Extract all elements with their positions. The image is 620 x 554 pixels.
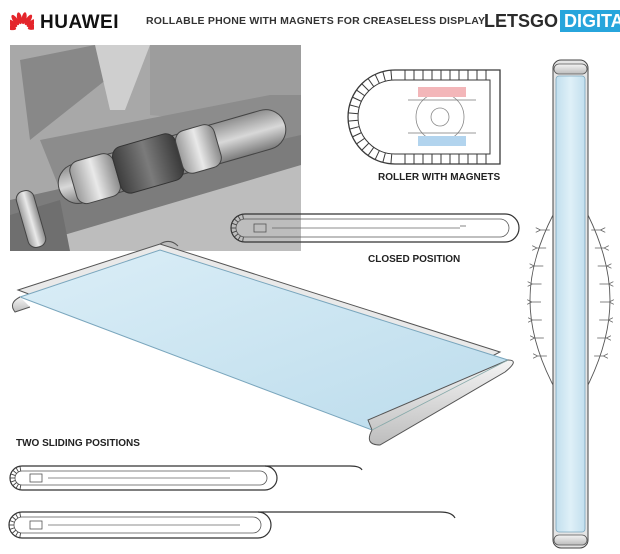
letsgodigital-logo: LETSGO DIGITAL <box>484 10 620 32</box>
caption-roller-with-magnets: ROLLER WITH MAGNETS <box>378 172 501 183</box>
caption-closed-position: CLOSED POSITION <box>368 254 461 265</box>
sliding-position-2-diagram <box>8 511 456 539</box>
magnet-top <box>418 87 466 97</box>
rollable-phone-perspective <box>11 240 514 446</box>
huawei-logo-icon <box>10 12 34 31</box>
logo-text-digital: DIGITAL <box>560 10 620 32</box>
logo-text-letsgo: LETSGO <box>484 11 559 31</box>
page-title: ROLLABLE PHONE WITH MAGNETS FOR CREASELE… <box>146 15 486 27</box>
sliding-position-1-diagram <box>9 465 363 491</box>
huawei-brand: HUAWEI <box>10 6 119 40</box>
hinge-closeup-render <box>10 45 301 251</box>
extended-phone-front-view <box>530 59 610 549</box>
magnet-bottom <box>418 136 466 146</box>
brand-name: HUAWEI <box>40 12 119 33</box>
caption-two-sliding-positions: TWO SLIDING POSITIONS <box>16 438 140 449</box>
roller-with-magnets-diagram <box>347 69 501 165</box>
closed-position-diagram <box>230 213 520 243</box>
